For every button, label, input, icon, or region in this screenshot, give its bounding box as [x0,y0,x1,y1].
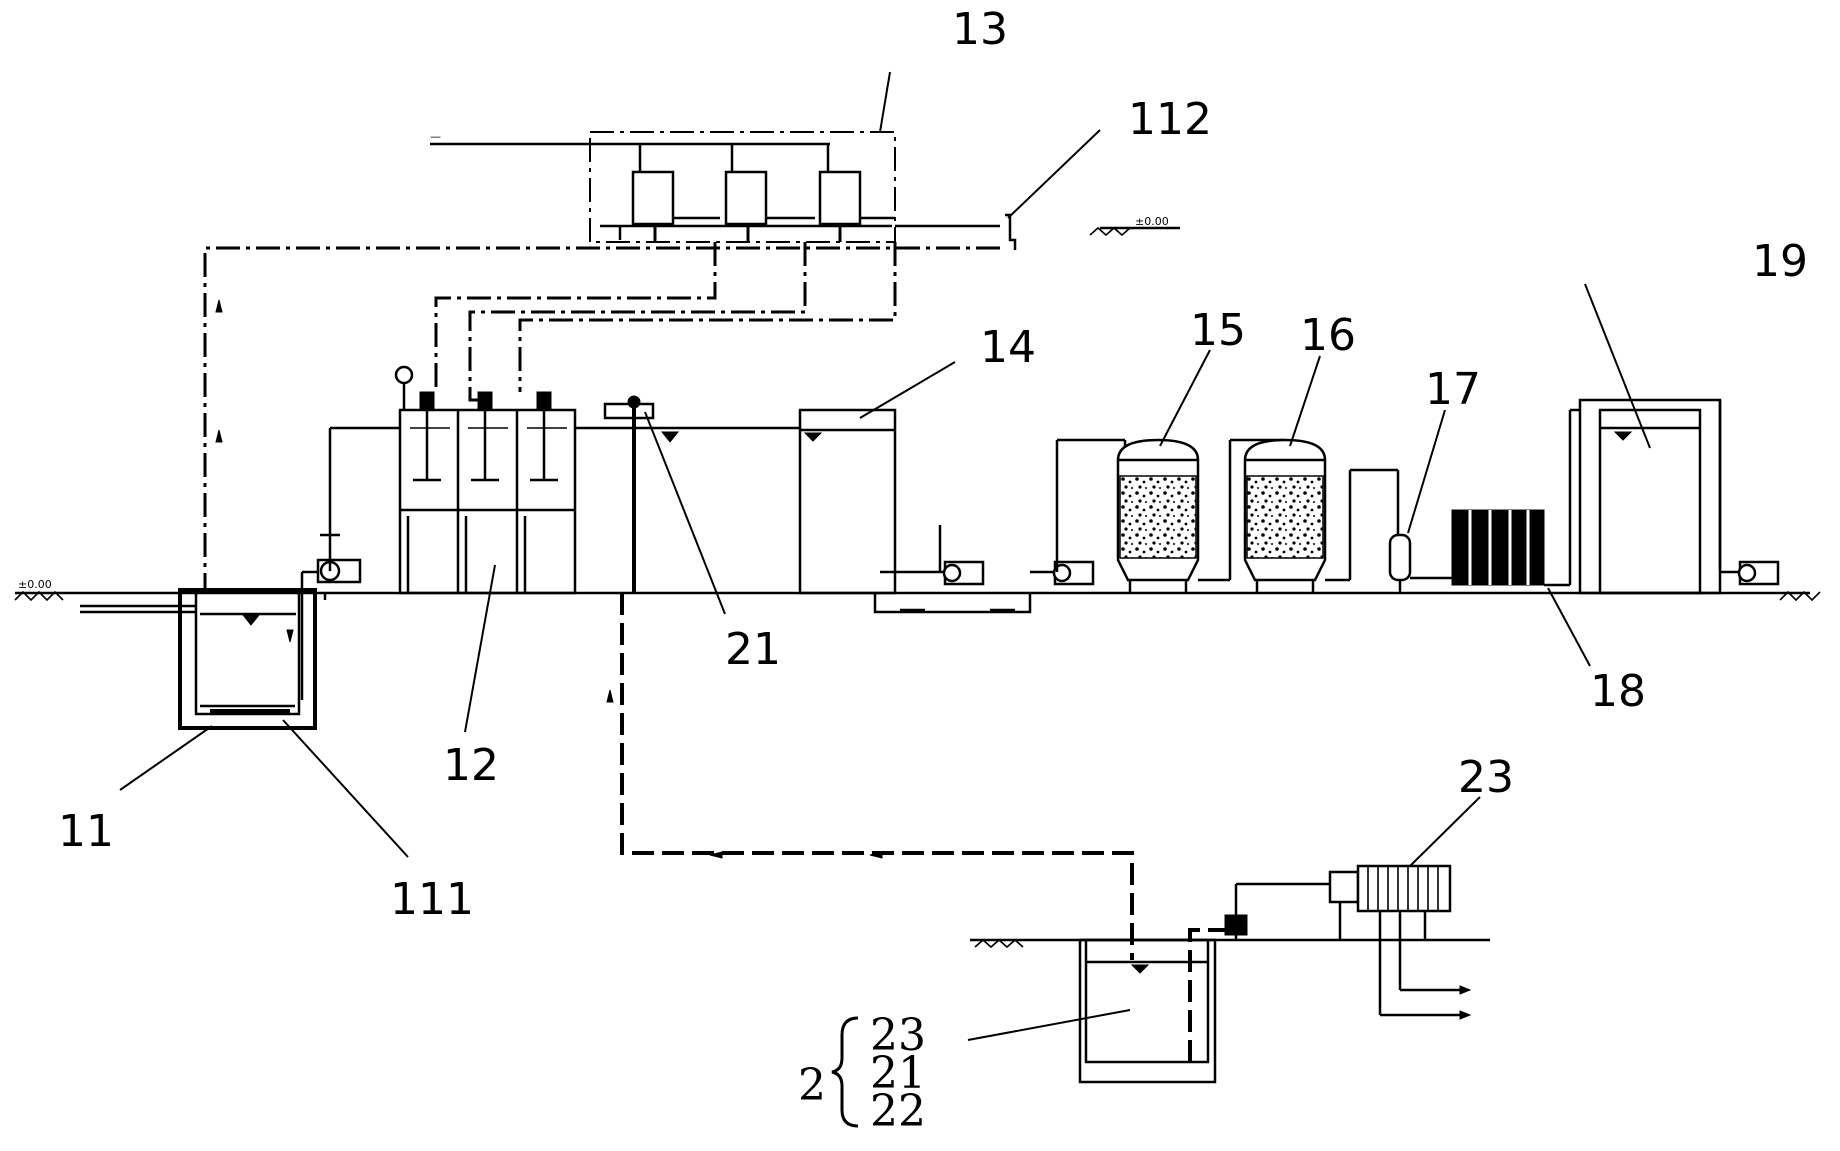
label-18: 18 [1590,666,1646,717]
label-16: 16 [1300,310,1356,361]
filter-press-23 [1224,864,1472,1020]
label-19: 19 [1752,236,1808,287]
collection-tank-11 [80,572,317,730]
carbon-filter-16 [1243,438,1400,593]
cartridge-filter-17 [1388,533,1452,593]
sludge-tank-22 [1078,928,1225,1084]
sand-filter-15 [1116,438,1285,593]
return-line [203,246,1000,590]
group-label-2: 2 23 21 22 [798,1010,926,1137]
group-label-22: 22 [870,1086,926,1137]
group-label-21: 21 [870,1048,926,1099]
label-13: 13 [952,4,1008,55]
elevation-label-right: ±0.00 [1135,215,1169,228]
label-12: 12 [443,740,499,791]
label-111: 111 [390,874,474,925]
group-label-23: 23 [870,1010,926,1061]
label-112: 112 [1128,94,1212,145]
label-21: 21 [725,624,781,675]
elevation-label-left: ±0.00 [18,578,52,591]
leader-lines [119,71,1651,1041]
water-supply-label: — [430,130,441,143]
label-23: 23 [1458,752,1514,803]
clean-water-tank-19 [1578,398,1780,595]
settling-tank-14 [798,408,897,595]
label-14: 14 [980,322,1036,373]
ground-lines: ±0.00 ±0.00 [14,213,1821,949]
membrane-unit-18 [1451,408,1580,587]
intermediate-basin [873,525,1032,614]
settler-inlet-21 [575,395,800,593]
dosing-lines [434,226,897,402]
group-label-main: 2 [798,1060,826,1111]
dosing-units-13: — [430,130,1000,243]
label-11: 11 [58,806,114,857]
label-15: 15 [1190,305,1246,356]
pump-1 [302,426,400,584]
reaction-tanks-12 [323,365,577,600]
label-17: 17 [1425,364,1481,415]
pump-2 [1030,438,1127,586]
sludge-line [606,593,1134,960]
